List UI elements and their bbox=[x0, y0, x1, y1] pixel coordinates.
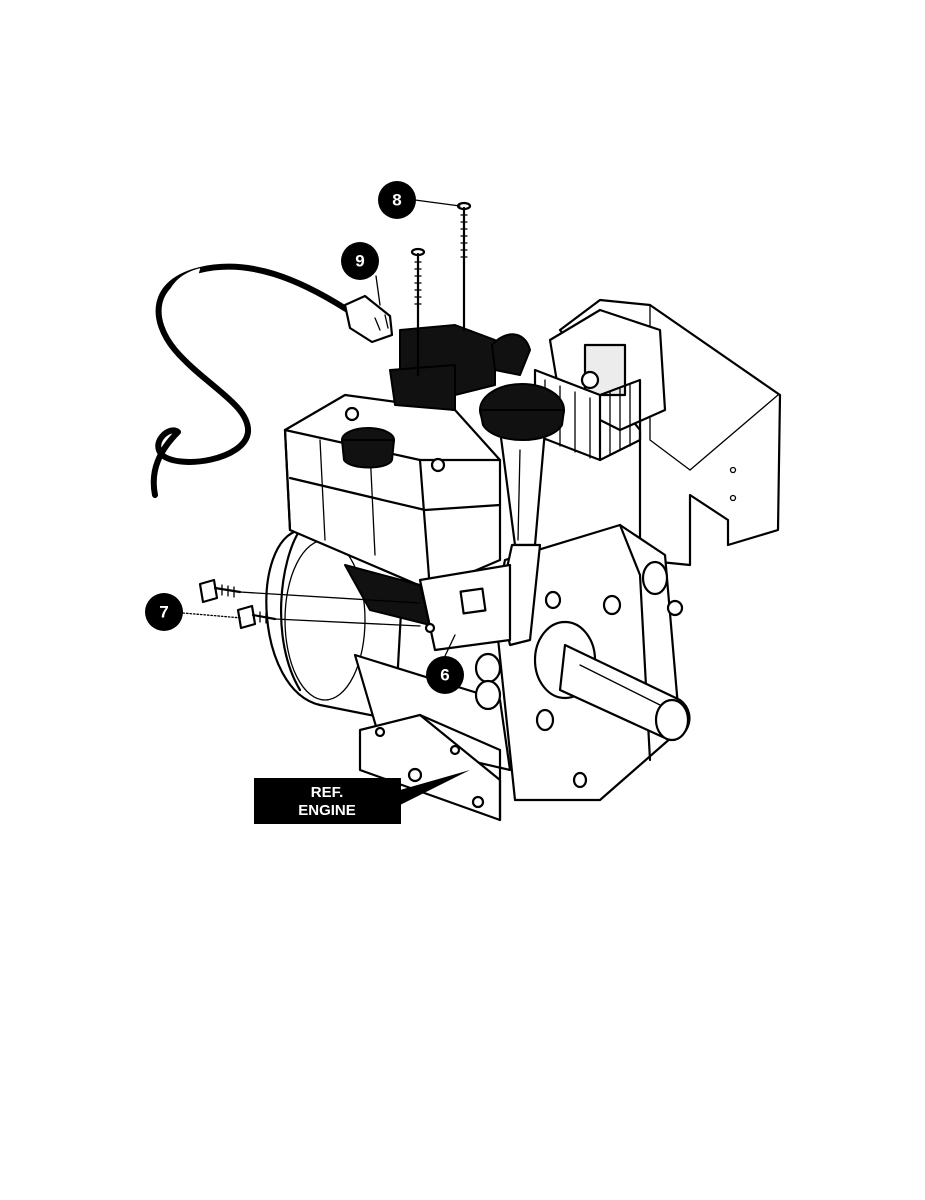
callout-8-label: 8 bbox=[392, 191, 401, 210]
ref-engine-line2: ENGINE bbox=[298, 802, 356, 819]
mounting-bolt-upper bbox=[198, 578, 242, 604]
mounting-bolt-lower bbox=[236, 604, 277, 630]
engine-base bbox=[353, 652, 512, 822]
starter-switch-box bbox=[389, 324, 531, 411]
screw-short bbox=[410, 247, 426, 377]
power-cord bbox=[150, 263, 349, 498]
screw-long bbox=[456, 201, 472, 332]
cord-plug bbox=[343, 294, 394, 344]
callout-8: 8 bbox=[378, 181, 416, 219]
callout-9: 9 bbox=[341, 242, 379, 280]
crankshaft bbox=[558, 643, 691, 742]
ref-engine-label: REF. ENGINE bbox=[254, 770, 470, 824]
callout-7: 7 bbox=[145, 593, 183, 631]
leader-lines bbox=[182, 199, 461, 657]
callout-6: 6 bbox=[426, 656, 464, 694]
callout-7-label: 7 bbox=[159, 603, 168, 622]
ref-engine-line1: REF. bbox=[311, 784, 344, 801]
fuel-tank bbox=[283, 393, 502, 592]
callout-9-label: 9 bbox=[355, 252, 364, 271]
callout-6-label: 6 bbox=[440, 666, 449, 685]
electric-starter bbox=[344, 563, 512, 652]
